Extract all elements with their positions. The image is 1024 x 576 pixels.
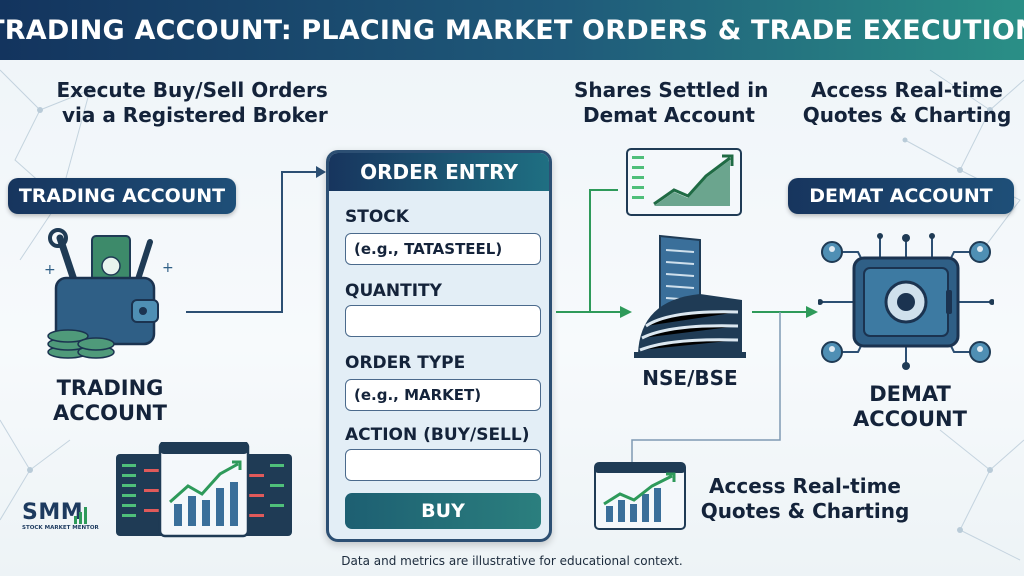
execute-caption-line2: via a Registered Broker [62, 103, 328, 127]
quantity-label: QUANTITY [345, 281, 442, 301]
action-label: ACTION (BUY/SELL) [345, 425, 530, 445]
quotes-chart-icon [594, 462, 686, 530]
order-entry-title: ORDER ENTRY [329, 153, 549, 191]
action-input[interactable] [345, 449, 541, 481]
stock-input[interactable]: (e.g., TATASTEEL) [345, 233, 541, 265]
svg-text:+: + [162, 260, 174, 276]
quotes-caption-top: Access Real-time Quotes & Charting [802, 78, 1012, 128]
stock-label: STOCK [345, 207, 409, 227]
logo-bars-icon [74, 507, 87, 524]
execute-caption-line1: Execute Buy/Sell Orders [56, 78, 328, 102]
svg-text:+: + [44, 262, 56, 278]
demat-account-label-line2: ACCOUNT [853, 407, 967, 431]
trading-account-label: TRADING ACCOUNT [30, 376, 190, 426]
buy-button[interactable]: BUY [345, 493, 541, 529]
quantity-input[interactable] [345, 305, 541, 337]
order-type-select[interactable]: (e.g., MARKET) [345, 379, 541, 411]
smm-logo-subtitle: STOCK MARKET MENTOR [22, 525, 99, 531]
quotes-caption-top-line2: Quotes & Charting [802, 103, 1012, 127]
demat-account-label: DEMAT ACCOUNT [830, 382, 990, 432]
trading-dashboard-icon [116, 442, 292, 538]
quotes-caption-bottom-line2: Quotes & Charting [700, 499, 910, 523]
settled-caption-line2: Demat Account [583, 103, 755, 127]
settlement-chart-icon [626, 148, 742, 216]
execute-caption: Execute Buy/Sell Orders via a Registered… [40, 78, 328, 128]
quotes-caption-bottom-line1: Access Real-time [709, 474, 901, 498]
vault-network-icon [818, 233, 994, 370]
arrow-to-order-icon [316, 166, 326, 178]
smm-logo-text: SMM [22, 500, 84, 525]
smm-logo: SMM STOCK MARKET MENTOR [22, 500, 102, 531]
exchange-label: NSE/BSE [642, 366, 738, 390]
settled-caption-line1: Shares Settled in [574, 78, 769, 102]
trading-account-label-line2: ACCOUNT [53, 401, 167, 425]
exchange-building-icon [634, 234, 746, 358]
trading-account-pill: TRADING ACCOUNT [8, 178, 236, 214]
page-title: TRADING ACCOUNT: PLACING MARKET ORDERS &… [0, 0, 1024, 60]
quotes-caption-bottom: Access Real-time Quotes & Charting [700, 474, 910, 524]
trading-account-label-line1: TRADING [56, 376, 164, 400]
settled-caption: Shares Settled in Demat Account [574, 78, 769, 128]
demat-account-label-line1: DEMAT [869, 382, 951, 406]
wallet-icon: + + [44, 228, 174, 359]
disclaimer-footer: Data and metrics are illustrative for ed… [341, 554, 683, 568]
quotes-caption-top-line1: Access Real-time [811, 78, 1003, 102]
order-type-label: ORDER TYPE [345, 353, 466, 373]
order-entry-form: ORDER ENTRY STOCK (e.g., TATASTEEL) QUAN… [326, 150, 552, 542]
demat-account-pill: DEMAT ACCOUNT [788, 178, 1014, 214]
